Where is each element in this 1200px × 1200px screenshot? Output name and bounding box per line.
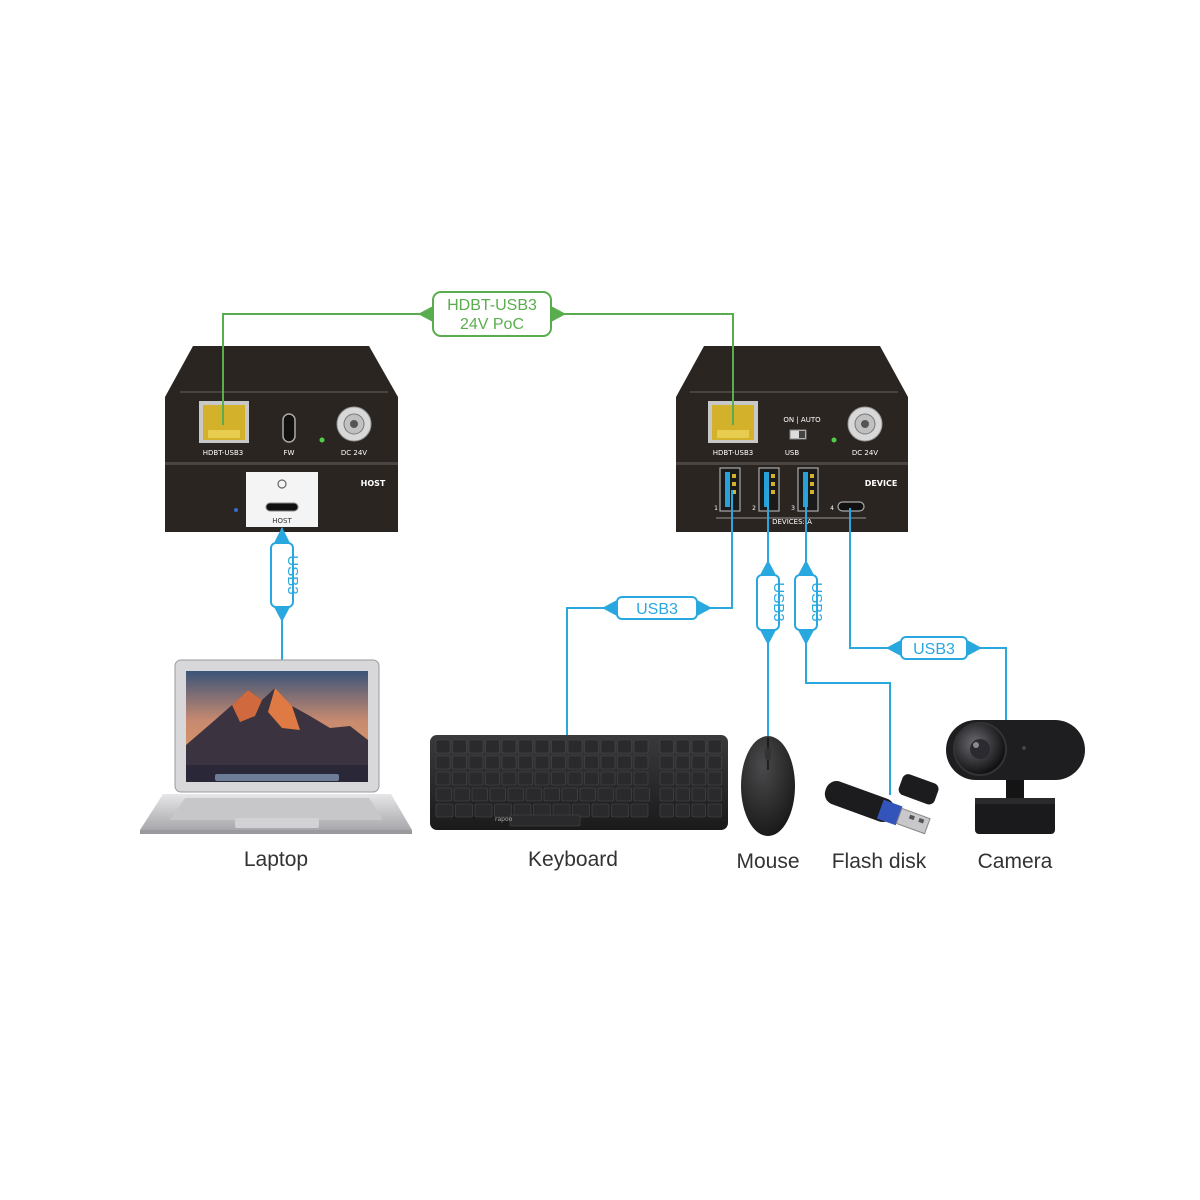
laptop-label: Laptop — [243, 848, 309, 871]
flash-disk-image — [824, 774, 939, 835]
usb-camera-link-label: USB3 — [913, 641, 955, 658]
usb-keyboard-link-label: USB3 — [636, 601, 678, 618]
keyboard-label: Keyboard — [528, 848, 618, 871]
usb-switch-label: USB — [785, 449, 800, 457]
hdbt-link-label-line2: 24V PoC — [460, 316, 524, 333]
device-side-label: DEVICE — [865, 479, 898, 488]
power-led — [831, 437, 837, 443]
devices-ports-label: DEVICES: A — [772, 518, 812, 526]
hdbt-link-label-line1: HDBT-USB3 — [447, 297, 537, 314]
usb-link-camera: USB3 — [849, 508, 1007, 720]
usb-link-host-laptop: USB3 — [270, 527, 301, 660]
host-usbc-port — [265, 502, 299, 512]
dc-port-label: DC 24V — [852, 449, 878, 457]
usb-flash-link-label: USB3 — [808, 582, 825, 621]
dc-jack — [336, 406, 372, 442]
usb-mouse-link-label: USB3 — [770, 582, 787, 621]
port-number-1: 1 — [714, 505, 718, 512]
usb-host-link-label: USB3 — [284, 555, 301, 594]
camera-image — [946, 720, 1085, 834]
power-led — [319, 437, 325, 443]
flash-disk-label: Flash disk — [831, 850, 927, 873]
host-port-panel — [246, 472, 318, 527]
svg-text:rapoo: rapoo — [495, 816, 513, 823]
hdbt-link: HDBT-USB3 24V PoC — [222, 291, 734, 425]
usb-a-port-1 — [719, 467, 741, 512]
port-number-3: 3 — [791, 505, 795, 512]
usb-a-port-3 — [797, 467, 819, 512]
port-number-2: 2 — [752, 505, 756, 512]
usb-mode-switch[interactable] — [789, 429, 807, 440]
host-side-label: HOST — [361, 479, 386, 488]
host-port-label: HOST — [272, 517, 292, 525]
keyboard-image: rapoo — [430, 735, 728, 830]
laptop-image — [140, 659, 412, 834]
hdbt-link-label-box — [432, 291, 552, 337]
usb-link-flash: USB3 — [794, 490, 891, 795]
usb-link-mouse: USB3 — [756, 490, 787, 738]
host-unit: HDBT-USB3 FW DC 24V HOST HOST — [165, 346, 398, 532]
rj45-port-label: HDBT-USB3 — [713, 449, 753, 457]
dc-port-label: DC 24V — [341, 449, 367, 457]
usb-link-keyboard: USB3 — [566, 490, 733, 738]
fw-port — [282, 413, 296, 443]
port-number-4: 4 — [830, 505, 834, 512]
fw-port-label: FW — [284, 449, 295, 457]
device-unit: HDBT-USB3 ON | AUTO USB DC 24V DEVICE — [676, 346, 908, 532]
mouse-label: Mouse — [736, 850, 800, 873]
dc-jack — [847, 406, 883, 442]
rj45-port-label: HDBT-USB3 — [203, 449, 243, 457]
camera-label: Camera — [977, 850, 1053, 873]
mouse-image — [741, 736, 795, 836]
switch-mode-label: ON | AUTO — [783, 416, 821, 424]
